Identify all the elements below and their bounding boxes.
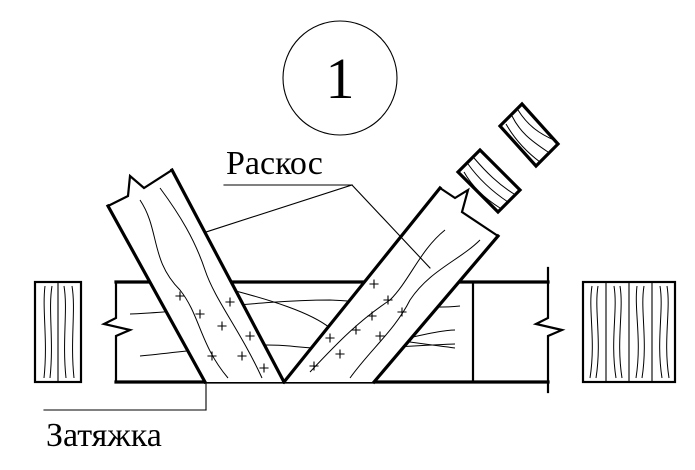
right-diagonal-inner-edge	[281, 185, 443, 385]
left-diagonal-inner-edge	[169, 167, 287, 385]
node-number: 1	[326, 46, 355, 111]
diagonal-leader-left	[205, 184, 353, 233]
diagonal-cross-section-upper	[497, 101, 561, 169]
right-diagonal-outer-edge	[371, 233, 501, 385]
tie-cross-section-left	[33, 280, 83, 384]
node-number-marker: 1	[282, 20, 398, 136]
left-diagonal-grain	[139, 199, 229, 379]
right-diagonal	[281, 185, 501, 385]
node-number-circle	[282, 20, 398, 136]
diagonal-leader-right	[351, 184, 431, 269]
tie-beam	[100, 266, 566, 394]
right-diagonal-body	[284, 188, 498, 382]
left-diagonal	[105, 167, 287, 385]
left-diagonal-dowels	[175, 291, 269, 373]
diagonal-label: Раскос	[226, 145, 323, 182]
diagonal-label-group: Раскос	[205, 145, 431, 269]
left-diagonal-body	[108, 170, 284, 382]
tie-cross-section-right	[581, 280, 677, 384]
left-diagonal-outer-edge	[105, 203, 208, 385]
tie-beam-left-break	[100, 280, 134, 384]
tie-label: Затяжка	[46, 417, 162, 454]
right-diagonal-dowels	[309, 279, 407, 371]
right-diagonal-break	[438, 186, 500, 238]
right-diagonal-grain	[349, 239, 481, 379]
left-diagonal-grain	[159, 187, 263, 379]
left-diagonal-break	[106, 168, 174, 208]
tie-beam-right-break	[532, 266, 566, 394]
diagonal-cross-section-lower	[455, 147, 523, 215]
tie-label-group: Затяжка	[43, 381, 207, 454]
